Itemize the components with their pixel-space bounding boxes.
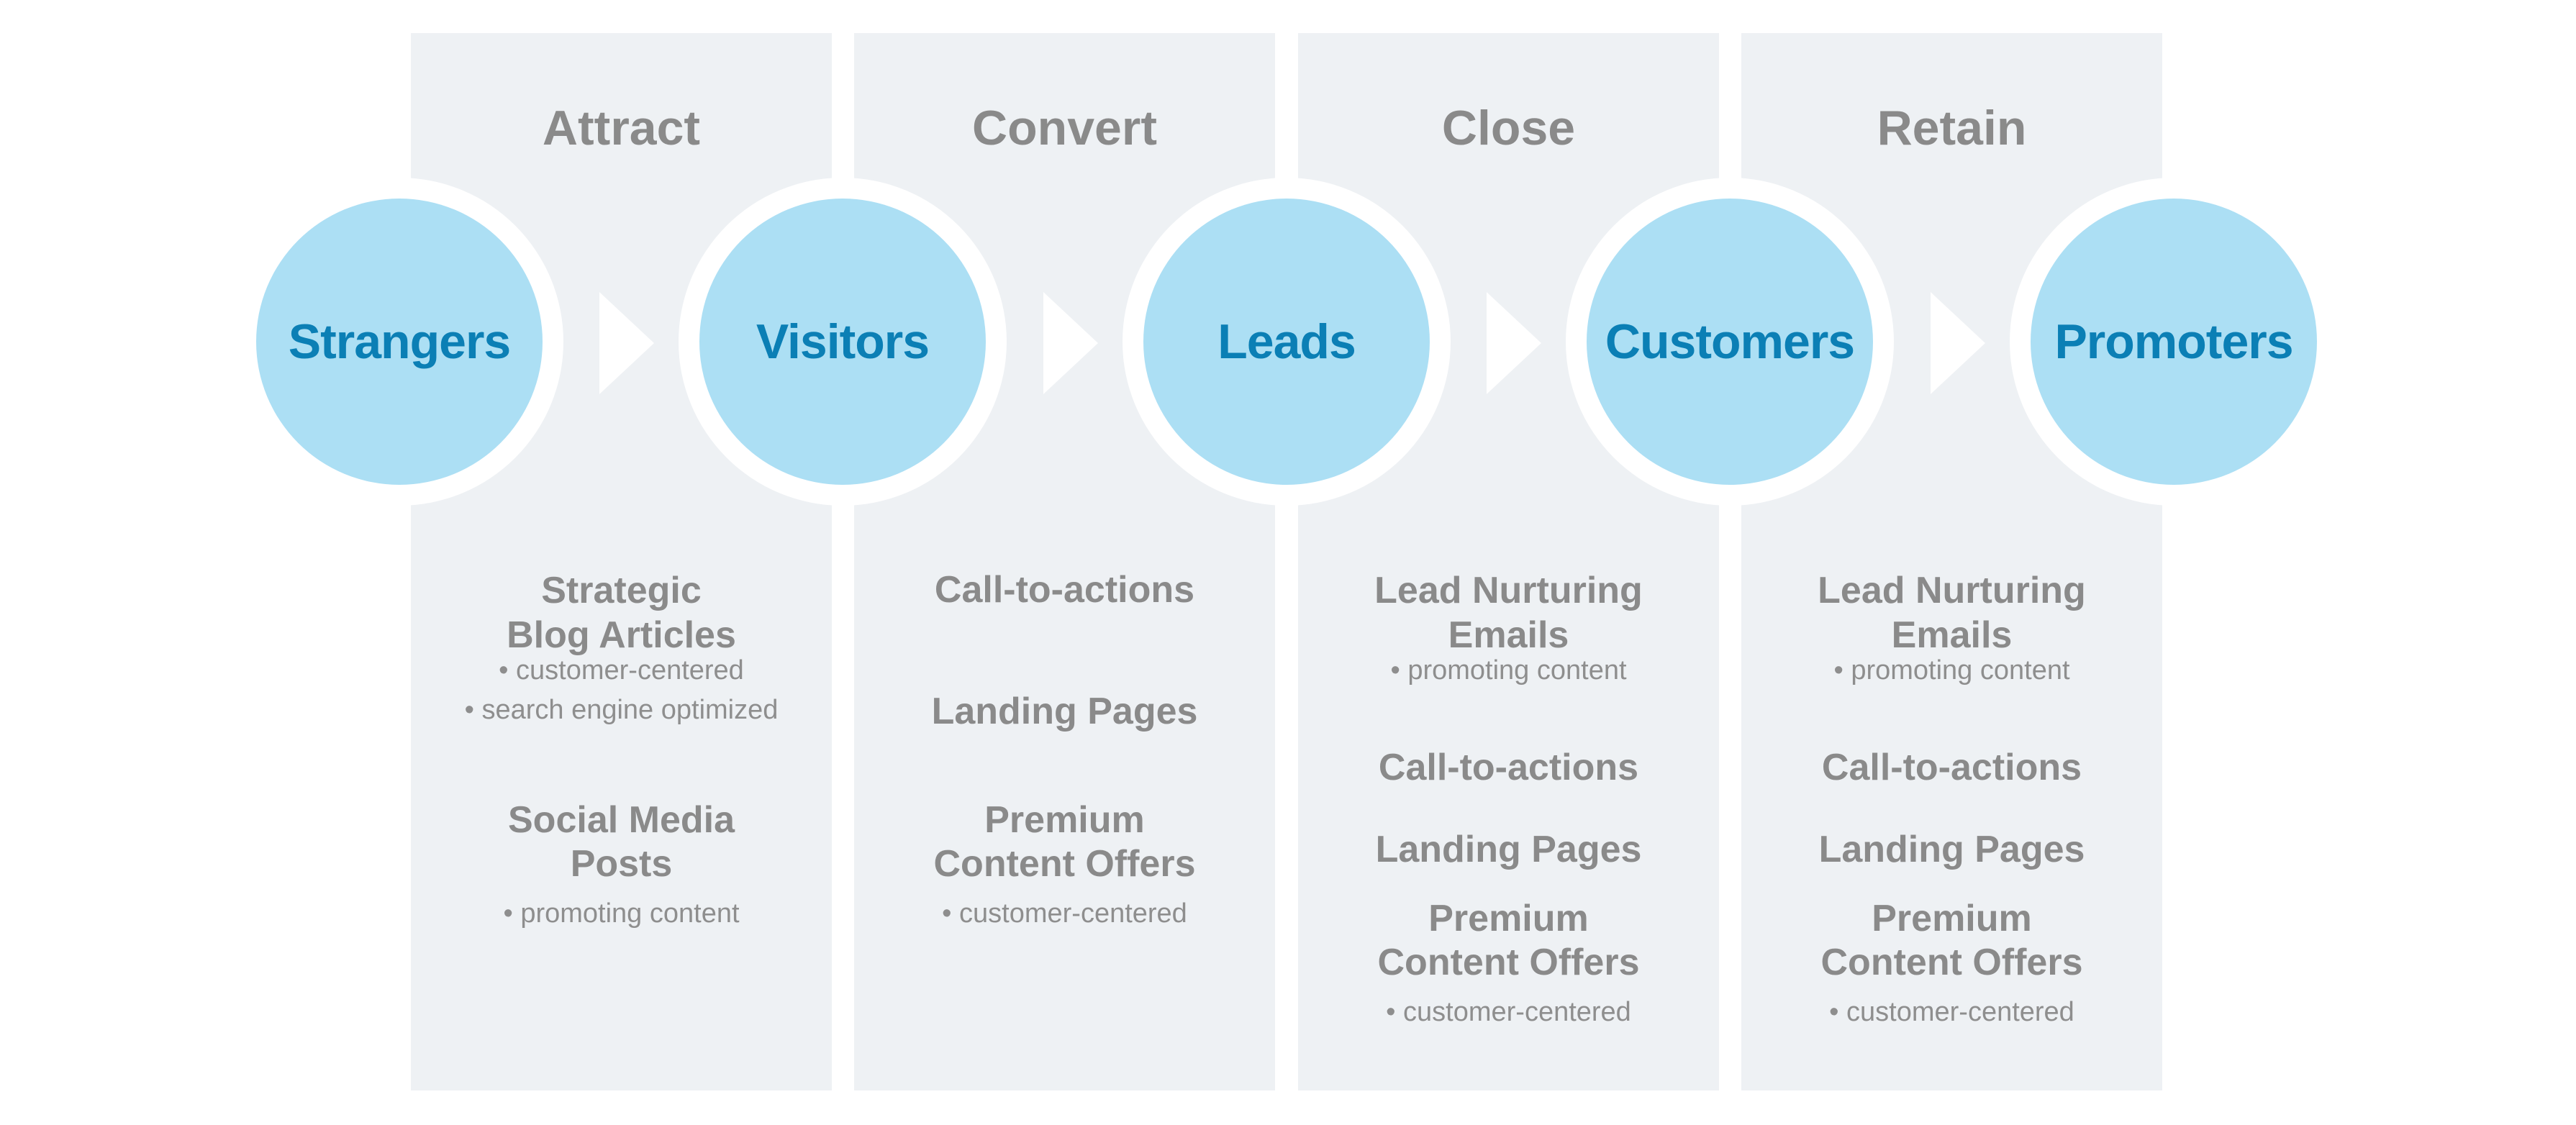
arrow-right-icon <box>1931 292 1985 394</box>
item-title: Landing Pages <box>1375 829 1642 870</box>
stage-title: Attract <box>542 101 701 155</box>
item-title: Lead Nurturing <box>1374 570 1643 611</box>
item-title: Premium <box>1428 898 1589 939</box>
stage-panel-retain: Retain Lead Nurturing Emails • promoting… <box>1741 33 2162 1090</box>
persona-circle-visitors: Visitors <box>699 199 986 485</box>
item-bullet: • promoting content <box>1833 655 2070 686</box>
item-title: Emails <box>1891 614 2013 656</box>
item-title: Social Media <box>508 799 735 841</box>
persona-circle-strangers: Strangers <box>256 199 543 485</box>
item-title: Content Offers <box>1820 942 2083 983</box>
item-bullet: • search engine optimized <box>464 695 779 725</box>
item-title: Landing Pages <box>931 691 1198 732</box>
item-bullet: • promoting content <box>503 898 740 929</box>
persona-label: Customers <box>1605 314 1855 369</box>
stage-panel-convert: Convert Call-to-actions Landing Pages Pr… <box>854 33 1275 1090</box>
persona-label: Visitors <box>756 314 930 369</box>
item-bullet: • customer-centered <box>1829 997 2074 1027</box>
stage-title: Retain <box>1877 101 2027 155</box>
arrow-right-icon <box>1487 292 1541 394</box>
arrow-right-icon <box>599 292 654 394</box>
stage-title: Close <box>1441 101 1576 155</box>
item-title: Content Offers <box>933 843 1196 885</box>
item-title: Posts <box>570 843 673 885</box>
item-title: Premium <box>1872 898 2032 939</box>
item-title: Landing Pages <box>1818 829 2085 870</box>
stage-panel-attract: Attract Strategic Blog Articles • custom… <box>411 33 832 1090</box>
persona-circle-customers: Customers <box>1587 199 1873 485</box>
item-bullet: • customer-centered <box>499 655 744 686</box>
item-title: Call-to-actions <box>1378 747 1639 788</box>
item-title: Content Offers <box>1377 942 1640 983</box>
arrow-right-icon <box>1043 292 1098 394</box>
item-title: Blog Articles <box>507 614 736 656</box>
stage-panel-close: Close Lead Nurturing Emails • promoting … <box>1298 33 1719 1090</box>
persona-label: Strangers <box>288 314 511 369</box>
item-title: Lead Nurturing <box>1818 570 2086 611</box>
item-title: Premium <box>984 799 1145 841</box>
persona-circle-promoters: Promoters <box>2031 199 2317 485</box>
item-title: Emails <box>1448 614 1569 656</box>
persona-label: Leads <box>1217 314 1356 369</box>
persona-label: Promoters <box>2054 314 2293 369</box>
item-bullet: • customer-centered <box>942 898 1187 929</box>
item-bullet: • promoting content <box>1390 655 1627 686</box>
item-title: Call-to-actions <box>934 569 1195 611</box>
item-title: Call-to-actions <box>1821 747 2082 788</box>
item-title: Strategic <box>541 570 702 611</box>
item-bullet: • customer-centered <box>1386 997 1631 1027</box>
persona-circle-leads: Leads <box>1143 199 1430 485</box>
stage-title: Convert <box>972 101 1157 155</box>
